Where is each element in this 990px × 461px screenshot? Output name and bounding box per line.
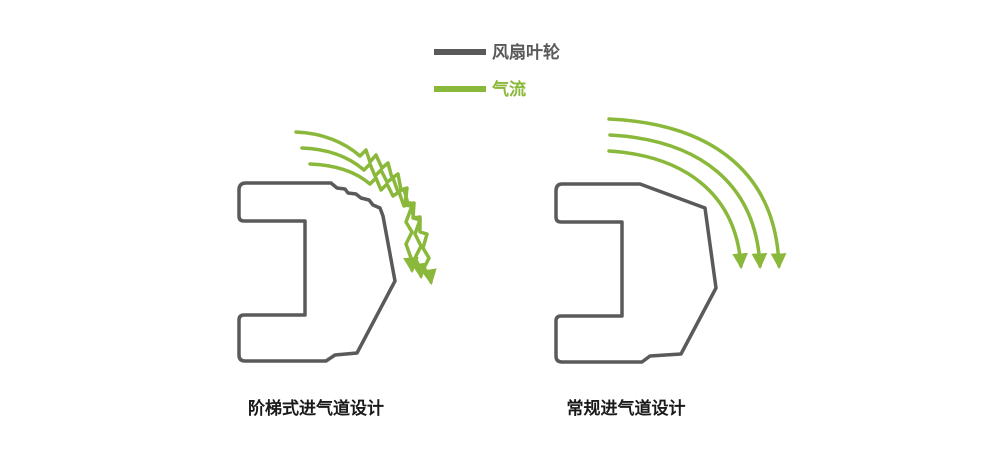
conventional-airflow-line-1 [607, 149, 748, 270]
stepped-airflow-line-1 [294, 130, 419, 274]
legend-impeller-label: 风扇叶轮 [492, 42, 560, 63]
stepped-intake-diagram: 阶梯式进气道设计 [237, 130, 437, 419]
conventional-caption: 常规进气道设计 [567, 398, 686, 419]
stepped-airflow-line-2 [300, 146, 428, 280]
stepped-airflow-line-3 [308, 162, 437, 286]
stepped-caption: 阶梯式进气道设计 [248, 398, 384, 419]
conventional-intake-diagram: 常规进气道设计 [554, 117, 787, 419]
stepped-impeller-outline [237, 181, 397, 363]
legend-airflow-label: 气流 [491, 79, 526, 100]
conventional-airflow-line-2 [608, 133, 768, 270]
legend-impeller-swatch [434, 49, 486, 55]
conventional-airflow-line-3 [607, 117, 787, 270]
legend: 风扇叶轮 气流 [434, 42, 560, 100]
legend-airflow-swatch [434, 86, 486, 92]
conventional-impeller-outline [554, 182, 718, 364]
